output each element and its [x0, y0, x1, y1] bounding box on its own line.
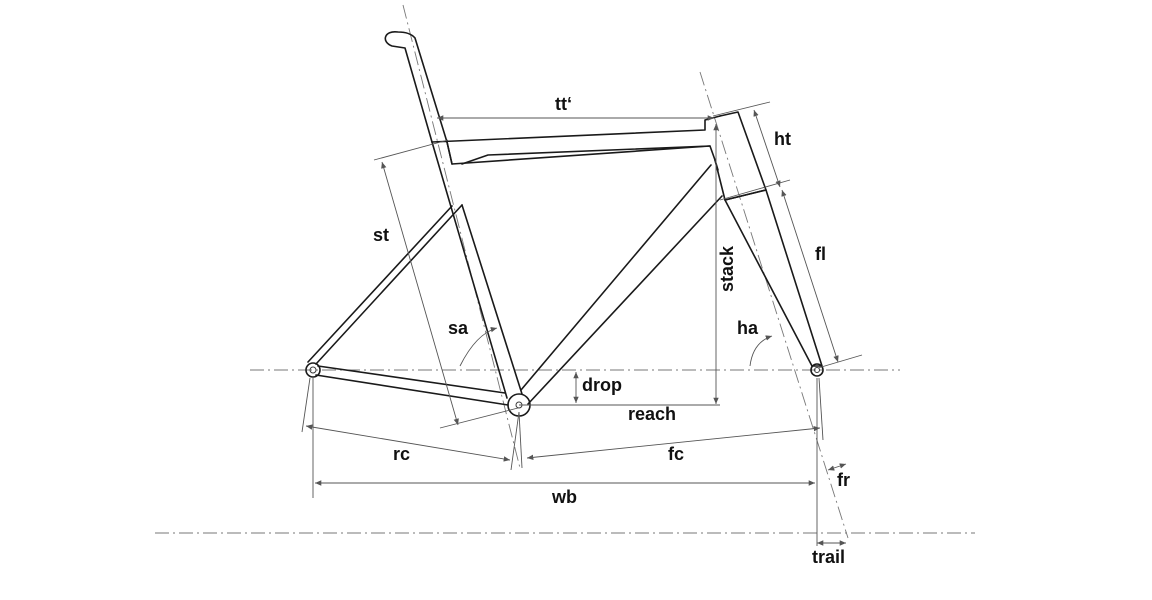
label-fr: fr [837, 470, 850, 490]
front-dropout [810, 363, 824, 377]
label-sa: sa [448, 318, 469, 338]
label-stack: stack [717, 245, 737, 292]
label-tt: tt‘ [555, 94, 572, 114]
label-fc: fc [668, 444, 684, 464]
label-st: st [373, 225, 389, 245]
top-tube [431, 115, 721, 165]
label-reach: reach [628, 404, 676, 424]
seat-tube-axis [402, 4, 521, 469]
steering-axis [699, 71, 849, 539]
label-fl: fl [815, 244, 826, 264]
bike-frame [305, 31, 824, 417]
label-rc: rc [393, 444, 410, 464]
label-drop: drop [582, 375, 622, 395]
seat-tube [431, 141, 523, 399]
rear-dropout [305, 362, 321, 378]
down-tube [461, 145, 723, 405]
dimension-lines [301, 101, 863, 546]
head-tube [714, 111, 767, 201]
fork [724, 189, 823, 367]
seatpost [384, 31, 448, 143]
label-ha: ha [737, 318, 759, 338]
chain-stay [315, 365, 509, 406]
label-wb: wb [551, 487, 577, 507]
label-trail: trail [812, 547, 845, 567]
label-ht: ht [774, 129, 791, 149]
